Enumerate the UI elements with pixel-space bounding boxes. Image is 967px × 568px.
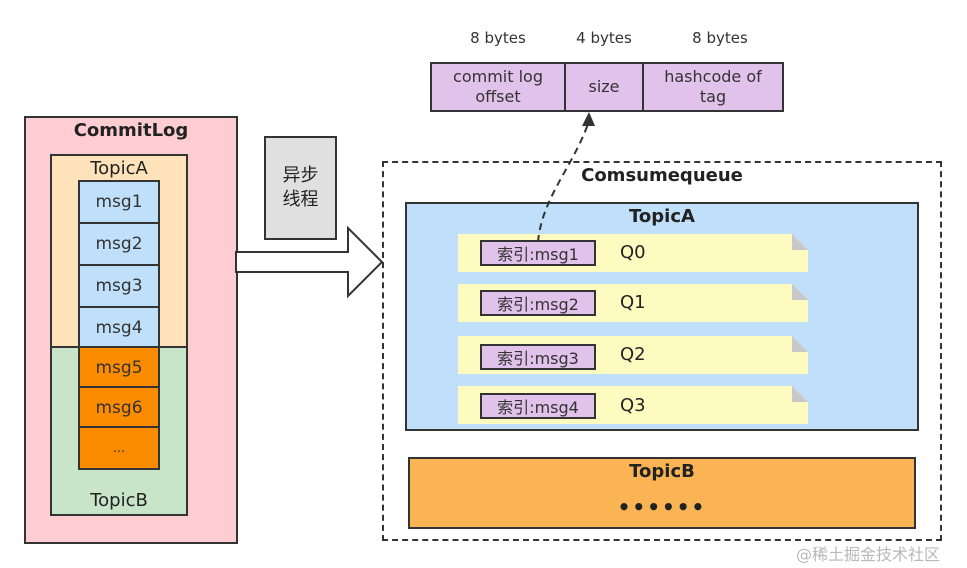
consumequeue-topic-b-ellipsis: •••••• xyxy=(617,495,707,519)
field-hashcode-line1: hashcode of xyxy=(664,67,762,86)
queue-index-1: 索引:msg2 xyxy=(480,290,596,316)
field-hashcode-line2: tag xyxy=(699,87,727,106)
dashed-connector-arrowhead xyxy=(582,112,595,126)
message-ellipsis: ... xyxy=(78,426,160,470)
consumequeue-topic-a-title: TopicA xyxy=(629,206,695,227)
queue-id-1: Q1 xyxy=(620,292,646,313)
message-msg1: msg1 xyxy=(78,180,160,224)
dashed-connector xyxy=(537,112,595,243)
commitlog-title: CommitLog xyxy=(73,120,189,141)
field-size-label: size xyxy=(588,77,620,96)
consumequeue-topic-b: TopicB •••••• xyxy=(408,457,916,529)
queue-note-3-fold xyxy=(792,386,808,402)
watermark: @稀土掘金技术社区 xyxy=(796,545,941,564)
commitlog-topic-a-label: TopicA xyxy=(90,158,148,179)
header-commit-offset-size: 8 bytes xyxy=(470,29,526,47)
queue-index-0: 索引:msg1 xyxy=(480,240,596,266)
header-size-size: 4 bytes xyxy=(576,29,632,47)
message-msg4: msg4 xyxy=(78,306,160,350)
consumequeue-container: Comsumequeue xyxy=(382,161,942,541)
queue-note-2-fold xyxy=(792,336,808,352)
dashed-connector-path xyxy=(537,123,589,243)
consumequeue-topic-b-title: TopicB xyxy=(629,461,695,482)
queue-index-3: 索引:msg4 xyxy=(480,393,596,419)
field-size: size xyxy=(564,62,644,112)
header-tag-hash-size: 8 bytes xyxy=(692,29,748,47)
consumequeue-title: Comsumequeue xyxy=(581,165,743,186)
message-msg6: msg6 xyxy=(78,386,160,430)
flow-arrow xyxy=(235,225,384,299)
queue-id-0: Q0 xyxy=(620,242,646,263)
field-commit-log-offset-line2: offset xyxy=(475,87,521,106)
queue-id-2: Q2 xyxy=(620,344,646,365)
field-commit-log-offset-line1: commit log xyxy=(453,67,543,86)
queue-note-0-fold xyxy=(792,234,808,250)
queue-id-3: Q3 xyxy=(620,395,646,416)
flow-arrow-shape xyxy=(235,225,384,299)
message-msg3: msg3 xyxy=(78,264,160,308)
message-msg2: msg2 xyxy=(78,222,160,266)
commitlog-topic-b-label: TopicB xyxy=(90,490,148,511)
field-hashcode-of-tag: hashcode of tag xyxy=(642,62,784,112)
message-msg5: msg5 xyxy=(78,346,160,390)
field-commit-log-offset: commit log offset xyxy=(430,62,566,112)
async-thread-line1: 异步 xyxy=(282,165,319,186)
queue-index-2: 索引:msg3 xyxy=(480,344,596,370)
queue-note-1-fold xyxy=(792,284,808,300)
async-thread-box: 异步 线程 xyxy=(264,136,337,240)
async-thread-line2: 线程 xyxy=(282,189,319,210)
